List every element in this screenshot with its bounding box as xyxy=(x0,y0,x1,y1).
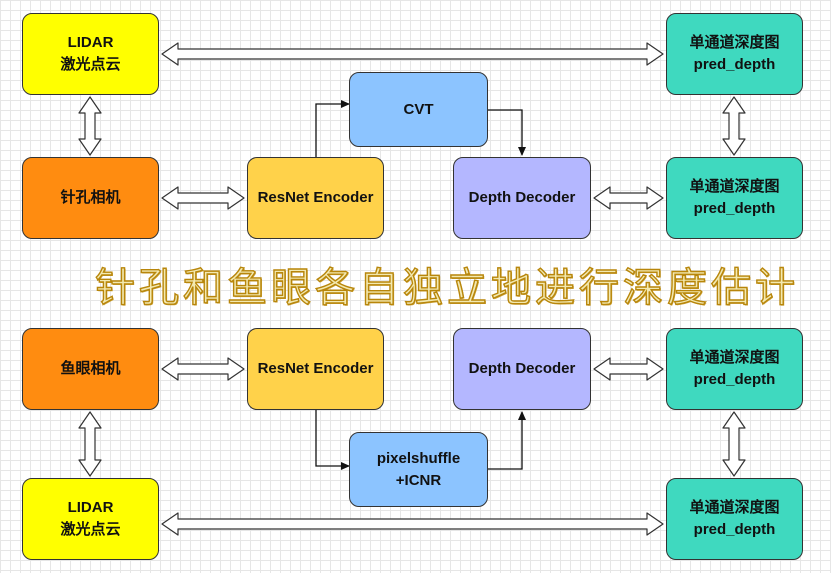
cvt-label: CVT xyxy=(403,100,434,118)
camera-to-resnet-bottom-arrow xyxy=(161,357,245,381)
lidar-camera-top-arrow xyxy=(78,96,102,156)
pixelshuffle-title: pixelshuffle xyxy=(376,449,461,467)
depth-output-bottom-2-node: 单通道深度图 pred_depth xyxy=(666,478,803,560)
depth-decoder-top-node: Depth Decoder xyxy=(453,157,591,239)
depth-output-bottom-1-title: 单通道深度图 xyxy=(689,349,780,367)
depth-decoder-bottom-label: Depth Decoder xyxy=(468,360,576,378)
decoder-to-output-bottom-arrow xyxy=(593,357,664,381)
lidar-to-output-bottom-arrow xyxy=(161,512,664,536)
depth-output-bottom-1-node: 单通道深度图 pred_depth xyxy=(666,328,803,410)
depth-output-bottom-1-subtitle: pred_depth xyxy=(693,371,776,388)
resnet-encoder-top-label: ResNet Encoder xyxy=(257,189,374,207)
resnet-encoder-bottom-node: ResNet Encoder xyxy=(247,328,384,410)
depth-decoder-bottom-node: Depth Decoder xyxy=(453,328,591,410)
resnet-encoder-top-node: ResNet Encoder xyxy=(247,157,384,239)
depth-output-bottom-2-title: 单通道深度图 xyxy=(689,499,780,517)
fisheye-camera-node: 鱼眼相机 xyxy=(22,328,159,410)
lidar-top-subtitle: 激光点云 xyxy=(60,56,121,73)
lidar-top-title: LIDAR xyxy=(67,34,114,52)
camera-to-resnet-top-arrow xyxy=(161,186,245,210)
resnet-to-pixelshuffle-arrow xyxy=(315,410,350,470)
lidar-to-output-top-arrow xyxy=(161,42,664,66)
depth-output-top-2-title: 单通道深度图 xyxy=(689,178,780,196)
lidar-bottom-node: LIDAR 激光点云 xyxy=(22,478,159,560)
pixelshuffle-to-decoder-arrow xyxy=(488,411,526,470)
output-top-link-arrow xyxy=(722,96,746,156)
pinhole-camera-node: 针孔相机 xyxy=(22,157,159,239)
fisheye-lidar-bottom-arrow xyxy=(78,411,102,477)
pinhole-camera-label: 针孔相机 xyxy=(60,189,121,207)
depth-output-top-2-node: 单通道深度图 pred_depth xyxy=(666,157,803,239)
lidar-top-node: LIDAR 激光点云 xyxy=(22,13,159,95)
depth-output-top-1-node: 单通道深度图 pred_depth xyxy=(666,13,803,95)
cvt-to-decoder-arrow xyxy=(488,109,526,156)
depth-output-top-2-subtitle: pred_depth xyxy=(693,200,776,217)
depth-decoder-top-label: Depth Decoder xyxy=(468,189,576,207)
output-bottom-link-arrow xyxy=(722,411,746,477)
cvt-node: CVT xyxy=(349,72,488,147)
decoder-to-output-top-arrow xyxy=(593,186,664,210)
lidar-bottom-subtitle: 激光点云 xyxy=(60,521,121,538)
pixelshuffle-node: pixelshuffle +ICNR xyxy=(349,432,488,507)
depth-output-top-1-title: 单通道深度图 xyxy=(689,34,780,52)
depth-output-top-1-subtitle: pred_depth xyxy=(693,56,776,73)
lidar-bottom-title: LIDAR xyxy=(67,499,114,517)
pixelshuffle-subtitle: +ICNR xyxy=(395,471,442,489)
resnet-encoder-bottom-label: ResNet Encoder xyxy=(257,360,374,378)
depth-output-bottom-2-subtitle: pred_depth xyxy=(693,521,776,538)
fisheye-camera-label: 鱼眼相机 xyxy=(60,360,121,378)
resnet-to-cvt-arrow xyxy=(315,100,350,157)
banner-title: 针孔和鱼眼各自独立地进行深度估计 xyxy=(94,264,799,311)
